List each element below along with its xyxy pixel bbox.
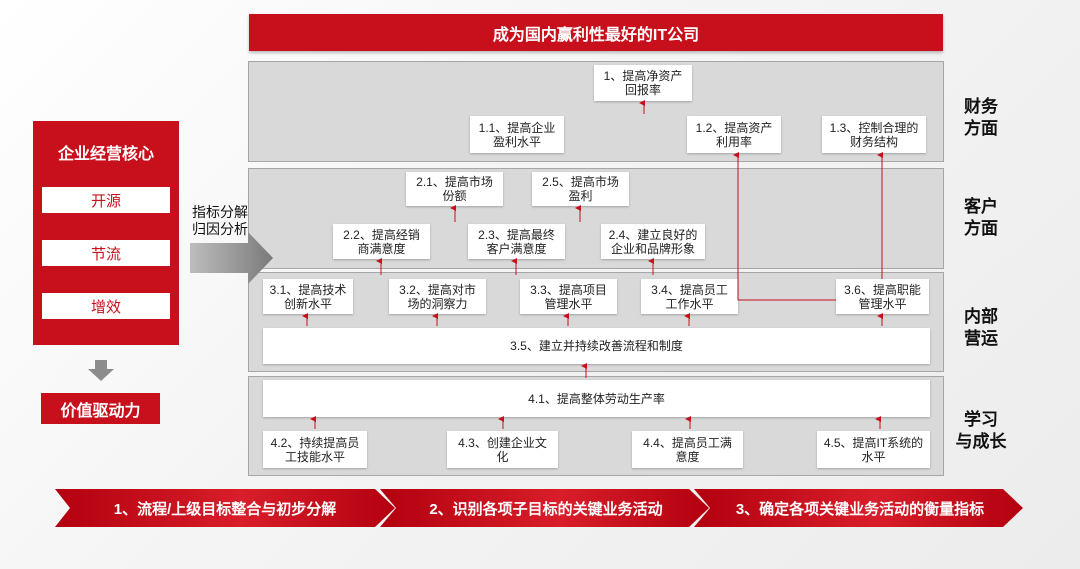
goal-4-2-box: 4.2、持续提高员 工技能水平 <box>263 431 367 468</box>
step-3-label: 3、确定各项关键业务活动的衡量指标 <box>735 500 985 518</box>
perspective-customer: 客户 方面 <box>964 197 998 238</box>
goal-2-3-box: 2.3、提高最终 客户满意度 <box>468 224 565 259</box>
core-item-zengxiao: 增效 <box>42 293 170 319</box>
perspective-financial: 财务 方面 <box>964 97 998 138</box>
goal-2-4-box: 2.4、建立良好的 企业和品牌形象 <box>601 224 705 259</box>
goal-2-1-box: 2.1、提高市场 份额 <box>406 172 503 206</box>
goal-3-5-box: 3.5、建立并持续改善流程和制度 <box>263 328 930 364</box>
goal-1-1-box: 1.1、提高企业 盈利水平 <box>470 116 564 153</box>
strategy-title: 成为国内赢利性最好的IT公司 <box>249 14 943 51</box>
goal-3-3-box: 3.3、提高项目 管理水平 <box>520 279 617 314</box>
step-1-label: 1、流程/上级目标整合与初步分解 <box>113 500 337 518</box>
goal-2-2-box: 2.2、提高经销 商满意度 <box>333 224 430 259</box>
step-2-label: 2、识别各项子目标的关键业务活动 <box>429 500 663 518</box>
goal-3-4-box: 3.4、提高员工 工作水平 <box>641 279 738 314</box>
goal-3-2-box: 3.2、提高对市 场的洞察力 <box>389 279 486 314</box>
value-driver-label: 价值驱动力 <box>41 393 160 424</box>
core-item-kaiyuan: 开源 <box>42 187 170 213</box>
analysis-label: 指标分解 归因分析 <box>192 204 248 237</box>
goal-4-5-box: 4.5、提高IT系统的 水平 <box>817 431 930 468</box>
goal-2-5-box: 2.5、提高市场 盈利 <box>532 172 629 206</box>
goal-1-2-box: 1.2、提高资产 利用率 <box>687 116 781 153</box>
goal-4-3-box: 4.3、创建企业文 化 <box>447 431 558 468</box>
goal-3-1-box: 3.1、提高技术 创新水平 <box>263 279 353 314</box>
goal-3-6-box: 3.6、提高职能 管理水平 <box>836 279 929 314</box>
goal-4-1-box: 4.1、提高整体劳动生产率 <box>263 380 930 417</box>
core-title: 企业经营核心 <box>57 146 154 163</box>
perspective-learning: 学习 与成长 <box>955 410 1007 451</box>
goal-1-3-box: 1.3、控制合理的 财务结构 <box>822 116 926 153</box>
goal-1-box: 1、提高净资产 回报率 <box>594 65 692 101</box>
core-item-jieliu: 节流 <box>42 240 170 266</box>
down-arrow <box>88 360 114 381</box>
perspective-internal: 内部 营运 <box>964 307 998 348</box>
goal-4-4-box: 4.4、提高员工满 意度 <box>632 431 743 468</box>
